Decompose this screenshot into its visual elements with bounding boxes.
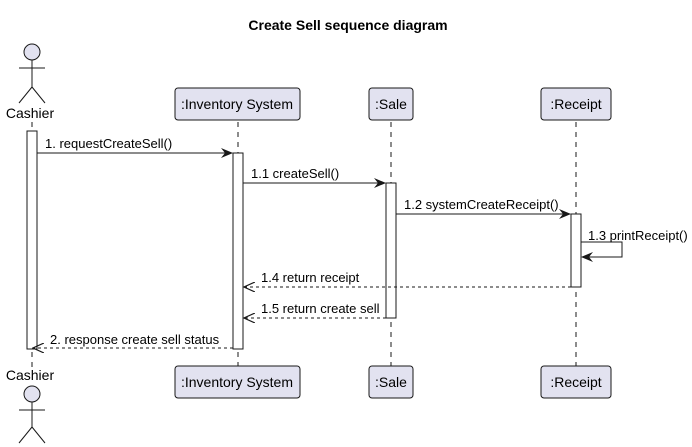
message-return-receipt: 1.4 return receipt bbox=[244, 270, 571, 287]
participant-label: :Receipt bbox=[550, 374, 601, 390]
message-label: 1.2 systemCreateReceipt() bbox=[404, 197, 559, 212]
message-response-create-sell-status: 2. response create sell status bbox=[33, 332, 233, 348]
actor-cashier-bottom: Cashier bbox=[6, 367, 55, 444]
message-return-create-sell: 1.5 return create sell bbox=[244, 301, 386, 318]
participant-sale-top: :Sale bbox=[368, 87, 414, 121]
actor-label: Cashier bbox=[6, 105, 55, 121]
participant-receipt-top: :Receipt bbox=[540, 87, 612, 121]
participant-inventory-system-bottom: :Inventory System bbox=[174, 365, 301, 399]
activation-bar-sale bbox=[385, 182, 397, 319]
message-arrow bbox=[581, 241, 623, 262]
message-request-create-sell: 1. requestCreateSell() bbox=[37, 136, 233, 158]
message-label: 1.5 return create sell bbox=[261, 301, 380, 316]
message-label: 1. requestCreateSell() bbox=[45, 136, 172, 151]
participant-label: :Sale bbox=[375, 96, 407, 112]
participant-inventory-system-top: :Inventory System bbox=[174, 87, 301, 121]
actor-head bbox=[23, 43, 41, 61]
actor-cashier-top: Cashier bbox=[6, 43, 55, 121]
activation-bar-cashier bbox=[26, 130, 38, 350]
message-system-create-receipt: 1.2 systemCreateReceipt() bbox=[396, 197, 571, 219]
message-label: 1.4 return receipt bbox=[261, 270, 360, 285]
activation-bar-inventory-system bbox=[232, 152, 244, 350]
message-label: 1.1 createSell() bbox=[251, 166, 339, 181]
participant-receipt-bottom: :Receipt bbox=[540, 365, 612, 399]
participant-label: :Inventory System bbox=[181, 96, 293, 112]
participant-label: :Inventory System bbox=[181, 374, 293, 390]
message-label: 1.3 printReceipt() bbox=[588, 228, 688, 243]
participant-label: :Receipt bbox=[550, 96, 601, 112]
actor-label: Cashier bbox=[6, 367, 55, 383]
message-create-sell: 1.1 createSell() bbox=[243, 166, 386, 188]
activation-bar-receipt bbox=[570, 213, 582, 288]
actor-head bbox=[23, 385, 41, 403]
message-print-receipt: 1.3 printReceipt() bbox=[581, 228, 688, 262]
diagram-title: Create Sell sequence diagram bbox=[248, 17, 447, 33]
participant-sale-bottom: :Sale bbox=[368, 365, 414, 399]
participant-label: :Sale bbox=[375, 374, 407, 390]
message-label: 2. response create sell status bbox=[50, 332, 220, 347]
